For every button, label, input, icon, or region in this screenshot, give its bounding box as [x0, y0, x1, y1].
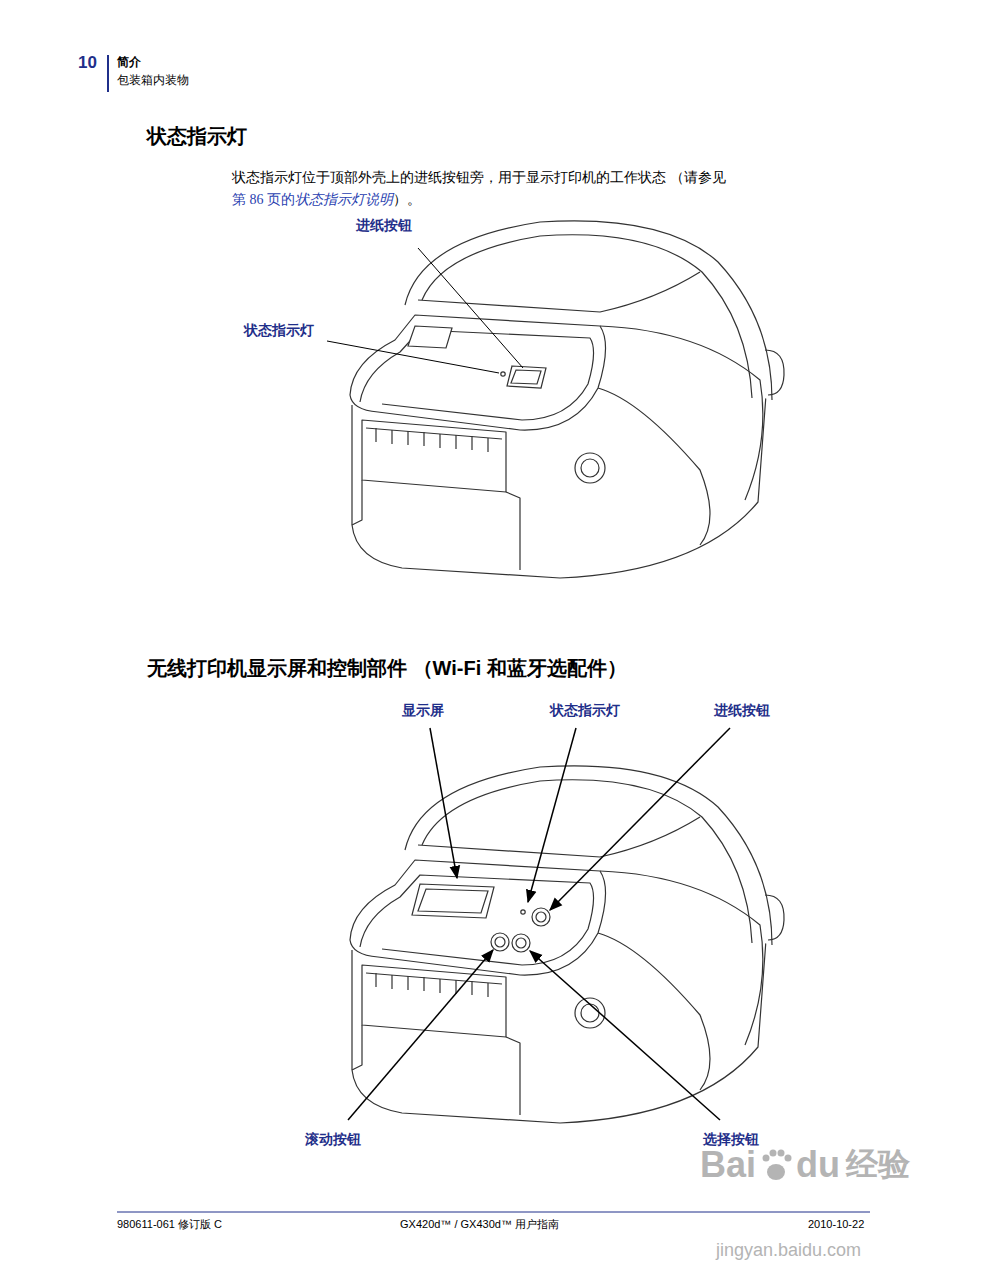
- printer-drawing: [350, 766, 784, 1123]
- body-text: ）。: [393, 192, 421, 209]
- footer-text: 980611-061 修订版 C: [117, 1218, 222, 1231]
- page-number: 10: [78, 53, 97, 73]
- callout-label: 显示屏: [402, 702, 444, 719]
- section-heading: 无线打印机显示屏和控制部件 （Wi-Fi 和蓝牙选配件）: [147, 656, 627, 680]
- watermark: Bai: [700, 1143, 756, 1186]
- callout-label: 状态指示灯: [244, 322, 314, 339]
- watermark-paw: [763, 1150, 792, 1181]
- watermark: du: [796, 1143, 840, 1186]
- footer-text: GX420d™ / GX430d™ 用户指南: [400, 1218, 559, 1231]
- body-text: 状态指示灯位于顶部外壳上的进纸按钮旁，用于显示打印机的工作状态 （请参见: [232, 170, 726, 187]
- cross-reference: 第 86 页的: [232, 192, 295, 209]
- printer-drawing: [350, 221, 784, 578]
- callout-label: 进纸按钮: [714, 702, 770, 719]
- section-title: 包装箱内装物: [117, 73, 189, 87]
- footer-text: 2010-10-22: [808, 1218, 864, 1231]
- callout-label: 状态指示灯: [550, 702, 620, 719]
- watermark-url: jingyan.baidu.com: [716, 1240, 861, 1262]
- section-heading: 状态指示灯: [147, 124, 247, 148]
- callout-label: 进纸按钮: [356, 217, 412, 234]
- cross-reference-link: 状态指示灯说明: [295, 192, 393, 209]
- watermark: 经验: [846, 1145, 910, 1183]
- callout-label: 滚动按钮: [305, 1131, 361, 1148]
- chapter-title: 简介: [117, 55, 141, 69]
